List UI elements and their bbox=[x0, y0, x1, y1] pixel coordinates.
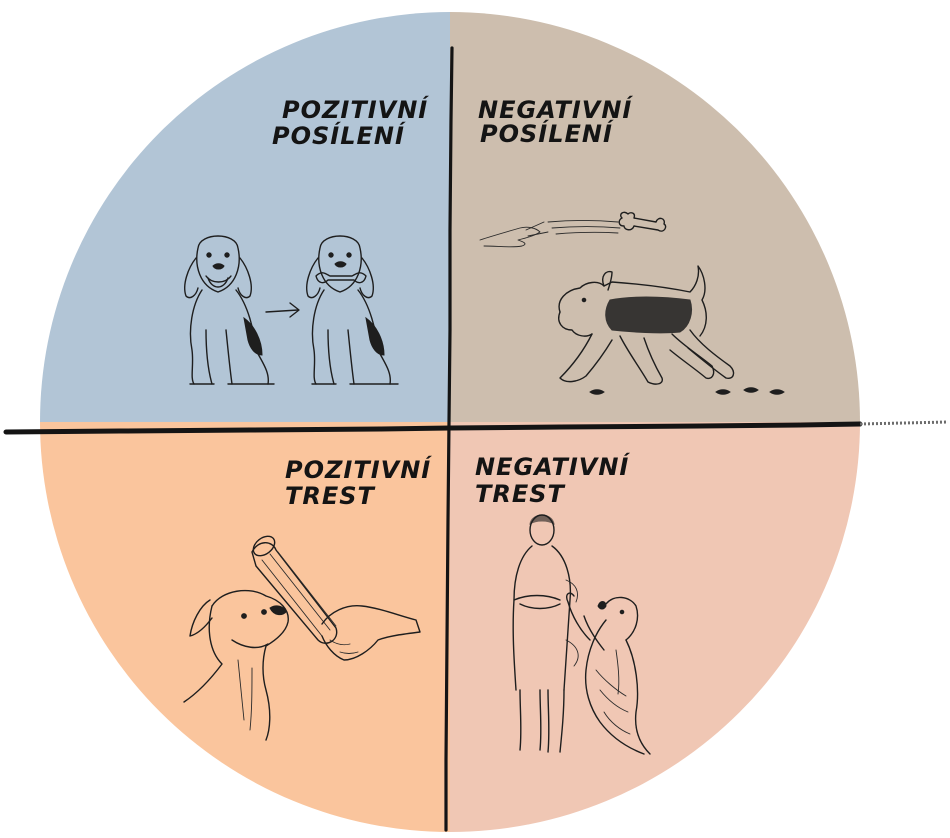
label-bottom-left-line1: POZITIVNÍ bbox=[285, 455, 432, 484]
label-top-right-line2: POSÍLENÍ bbox=[480, 119, 614, 148]
label-bottom-left-line2: TREST bbox=[285, 482, 376, 510]
horizontal-axis-tail bbox=[860, 422, 948, 424]
label-top-left-line1: POZITIVNÍ bbox=[282, 95, 429, 124]
label-top-left-line2: POSÍLENÍ bbox=[272, 121, 406, 150]
label-bottom-right-line1: NEGATIVNÍ bbox=[475, 452, 630, 481]
label-bottom-right-line2: TREST bbox=[475, 480, 566, 508]
